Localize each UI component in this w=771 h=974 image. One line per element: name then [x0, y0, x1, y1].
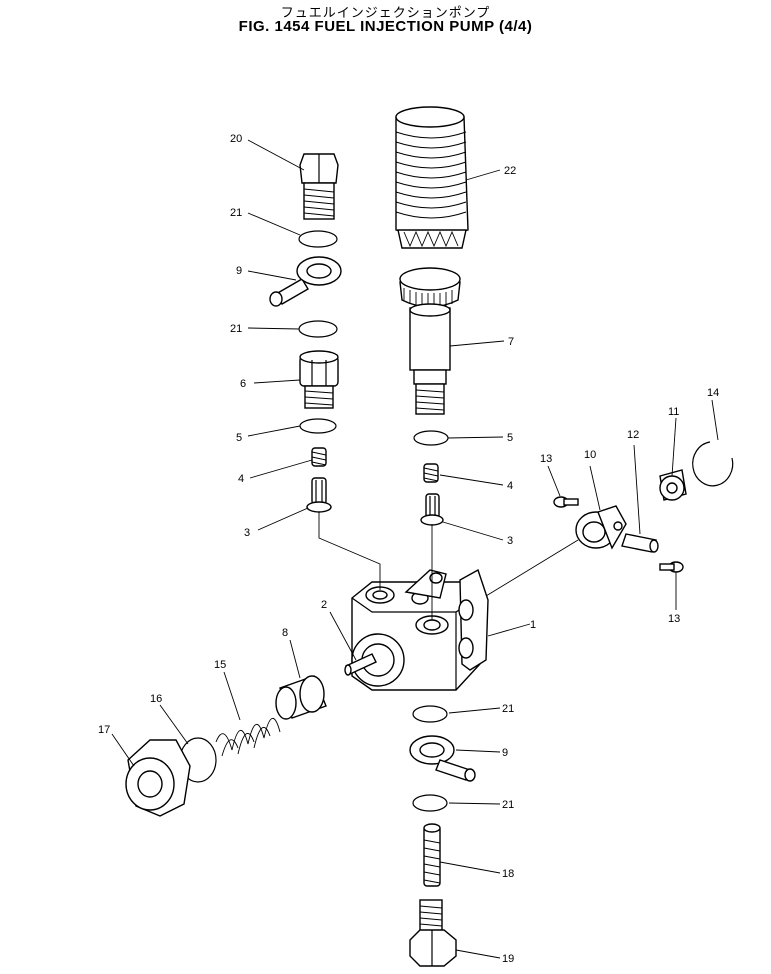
callout-13: 13 — [668, 613, 680, 625]
callout-21: 21 — [230, 207, 242, 219]
callout-19: 19 — [502, 953, 514, 965]
callout-8: 8 — [282, 627, 288, 639]
part-7-priming-pump — [399, 267, 461, 415]
callout-21: 21 — [230, 323, 242, 335]
callout-10: 10 — [584, 449, 596, 461]
part-22-cover — [395, 106, 469, 249]
callout-1: 1 — [530, 619, 536, 631]
callout-6: 6 — [240, 378, 246, 390]
part-4-spring-left — [311, 447, 327, 467]
callout-12: 12 — [627, 429, 639, 441]
callout-7: 7 — [508, 336, 514, 348]
callout-11: 11 — [668, 406, 679, 418]
callout-14: 14 — [707, 387, 719, 399]
callout-18: 18 — [502, 868, 514, 880]
callout-9: 9 — [236, 265, 242, 277]
callout-21: 21 — [502, 703, 514, 715]
callout-5: 5 — [507, 432, 513, 444]
callout-5: 5 — [236, 432, 242, 444]
callout-16: 16 — [150, 693, 162, 705]
part-6-hex-fitting — [299, 350, 339, 409]
part-9-banjo-fitting-lower — [409, 735, 476, 782]
part-13-screw-upper — [553, 496, 579, 508]
part-21-washer-lower-a — [412, 705, 448, 723]
part-5-washer-right — [413, 430, 449, 446]
part-11-roller — [659, 469, 687, 501]
figure-title: FIG. 1454 FUEL INJECTION PUMP (4/4) — [238, 18, 533, 35]
part-20-banjo-bolt — [299, 153, 339, 220]
callout-9: 9 — [502, 747, 508, 759]
part-3-valve-left — [306, 477, 332, 513]
callout-22: 22 — [504, 165, 516, 177]
part-5-washer-left — [299, 418, 337, 434]
part-1-pump-body — [351, 568, 489, 691]
part-8-sleeve — [275, 675, 327, 720]
part-12-pin — [621, 533, 659, 553]
part-19-fitting — [409, 899, 457, 967]
part-2-shaft — [344, 653, 377, 676]
callout-15: 15 — [214, 659, 226, 671]
callout-21: 21 — [502, 799, 514, 811]
part-14-snap-ring — [692, 441, 734, 487]
part-3-valve-right — [420, 493, 444, 526]
part-21-washer-mid — [298, 320, 338, 338]
part-21-washer-upper — [298, 230, 338, 248]
callout-labels: 20 22 21 9 21 7 6 14 5 5 11 12 13 10 4 4… — [98, 133, 719, 965]
callout-4: 4 — [238, 473, 244, 485]
part-15-spring — [215, 718, 281, 757]
callout-3: 3 — [507, 535, 513, 547]
leader-lines — [111, 139, 719, 959]
callout-13: 13 — [540, 453, 552, 465]
part-4-spring-right — [423, 463, 439, 483]
part-21-washer-lower-b — [412, 794, 448, 812]
callout-3: 3 — [244, 527, 250, 539]
part-17-cap-nut — [125, 739, 191, 817]
callout-20: 20 — [230, 133, 242, 145]
part-9-banjo-fitting-upper — [269, 256, 342, 307]
part-13-screw-lower — [659, 561, 684, 573]
part-18-banjo-bolt — [423, 823, 441, 887]
callout-2: 2 — [321, 599, 327, 611]
part-10-lever — [575, 505, 627, 550]
callout-17: 17 — [98, 724, 110, 736]
callout-4: 4 — [507, 480, 513, 492]
figure-title-japanese: フュエルインジェクションポンプ — [280, 5, 491, 20]
